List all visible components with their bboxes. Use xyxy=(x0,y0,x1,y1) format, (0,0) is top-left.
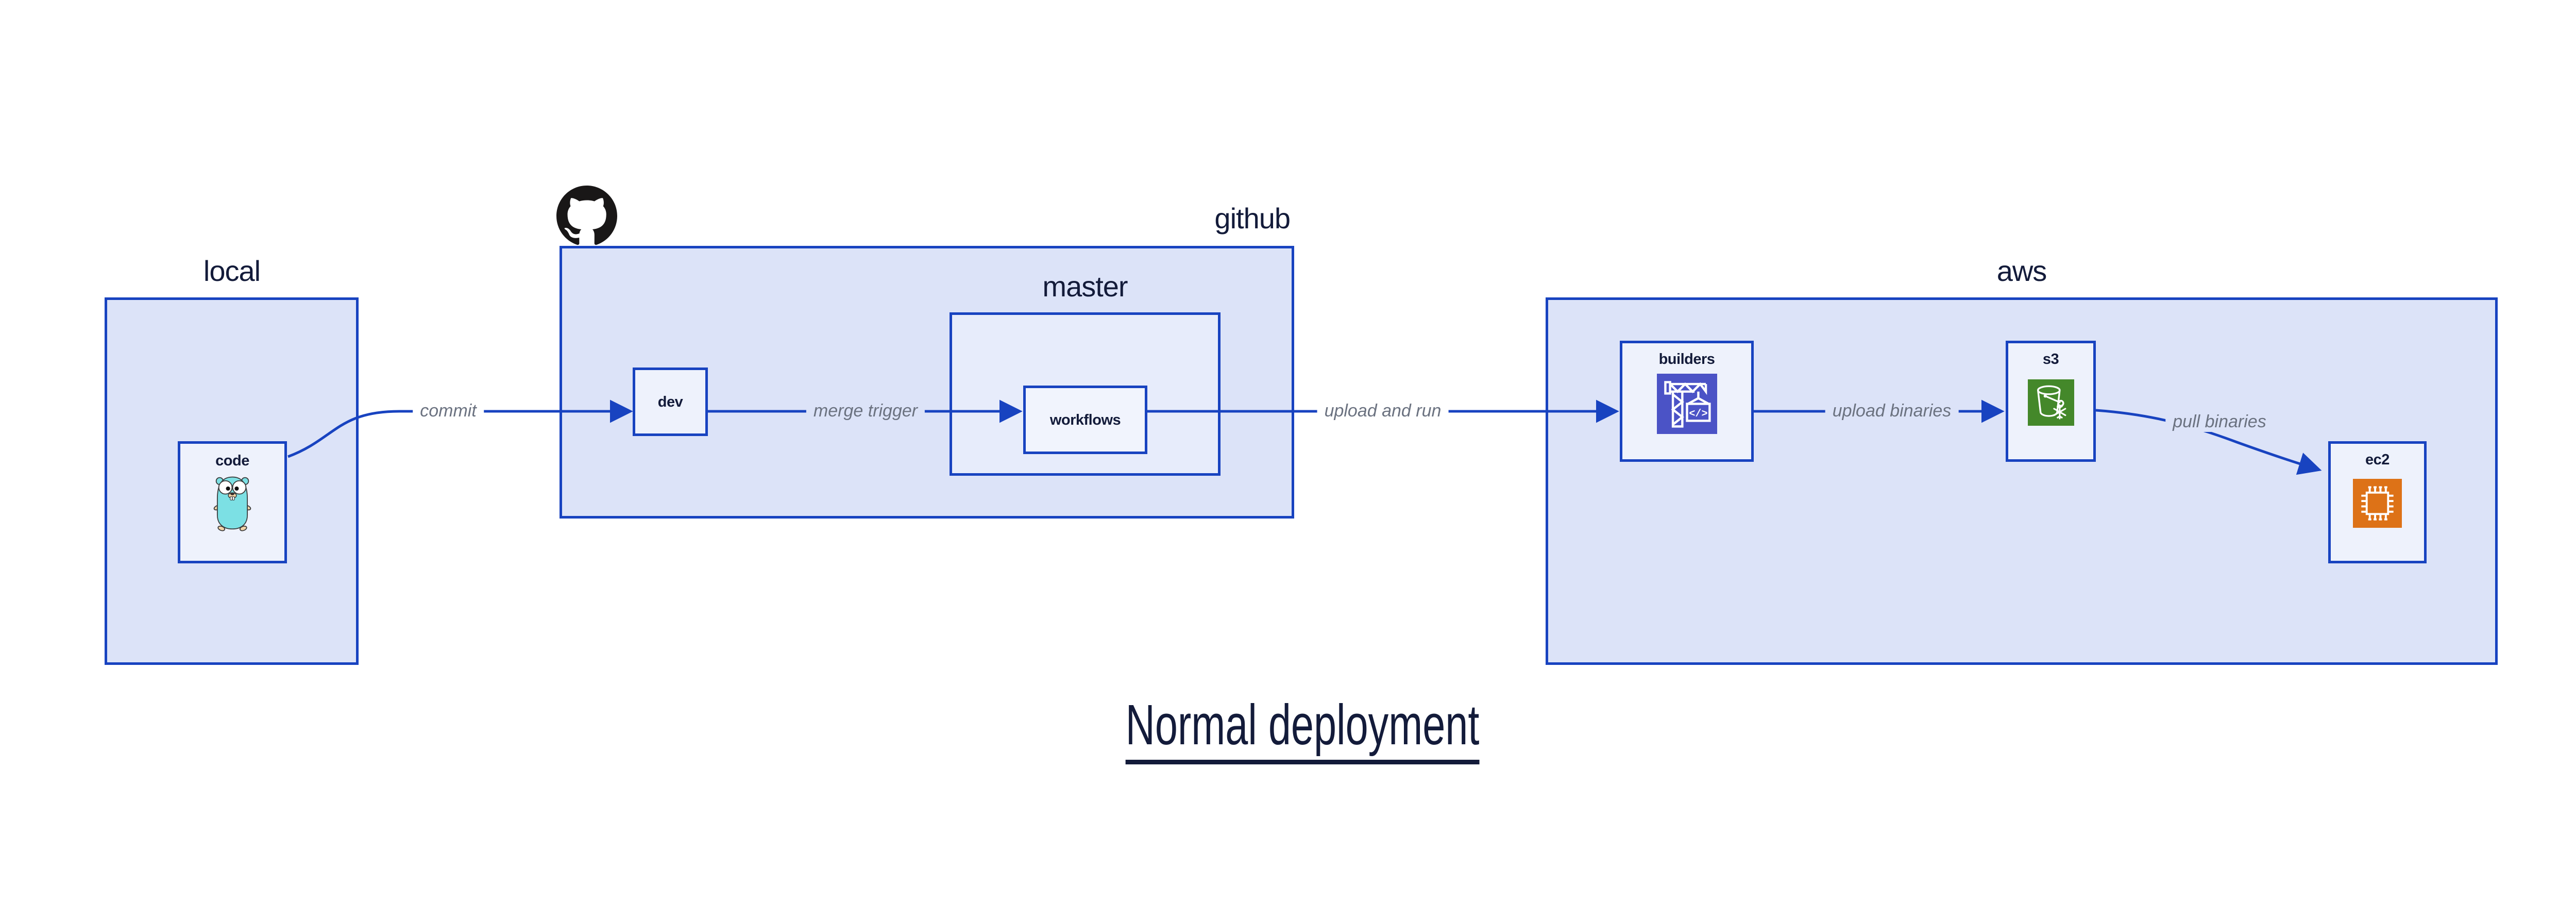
aws-group-label: aws xyxy=(1996,255,2047,287)
s3-node-label: s3 xyxy=(2042,351,2059,368)
code-node-label: code xyxy=(215,453,249,469)
builders-node-label: builders xyxy=(1658,351,1715,368)
github-group-label: github xyxy=(1214,202,1291,235)
node-ec2: ec2 xyxy=(2328,441,2427,563)
dev-node-label: dev xyxy=(657,393,683,410)
node-dev: dev xyxy=(633,368,708,436)
master-group-label: master xyxy=(1042,270,1128,303)
local-group-label: local xyxy=(203,255,261,287)
edge-label-upload-binaries: upload binaries xyxy=(1825,400,1959,421)
diagram-title: Normal deployment xyxy=(1125,697,1480,764)
ec2-node-label: ec2 xyxy=(2365,452,2389,468)
edge-label-upload-and-run: upload and run xyxy=(1317,400,1449,421)
ec2-chip-icon xyxy=(2353,479,2402,528)
edge-label-merge-trigger: merge trigger xyxy=(806,400,925,421)
code-brackets-glyph: </> xyxy=(1689,408,1707,420)
node-workflows: workflows xyxy=(1023,386,1147,454)
node-builders: builders </> xyxy=(1620,341,1754,462)
edge-label-pull-binaries: pull binaries xyxy=(2165,411,2274,432)
codebuild-crane-icon: </> xyxy=(1656,374,1717,434)
s3-bucket-icon xyxy=(2027,379,2074,426)
edge-label-commit: commit xyxy=(413,400,484,421)
go-gopher-icon xyxy=(213,476,251,531)
node-s3: s3 xyxy=(2006,341,2096,462)
github-octocat-icon xyxy=(556,186,617,245)
workflows-node-label: workflows xyxy=(1049,411,1121,428)
node-code: code xyxy=(178,441,287,563)
